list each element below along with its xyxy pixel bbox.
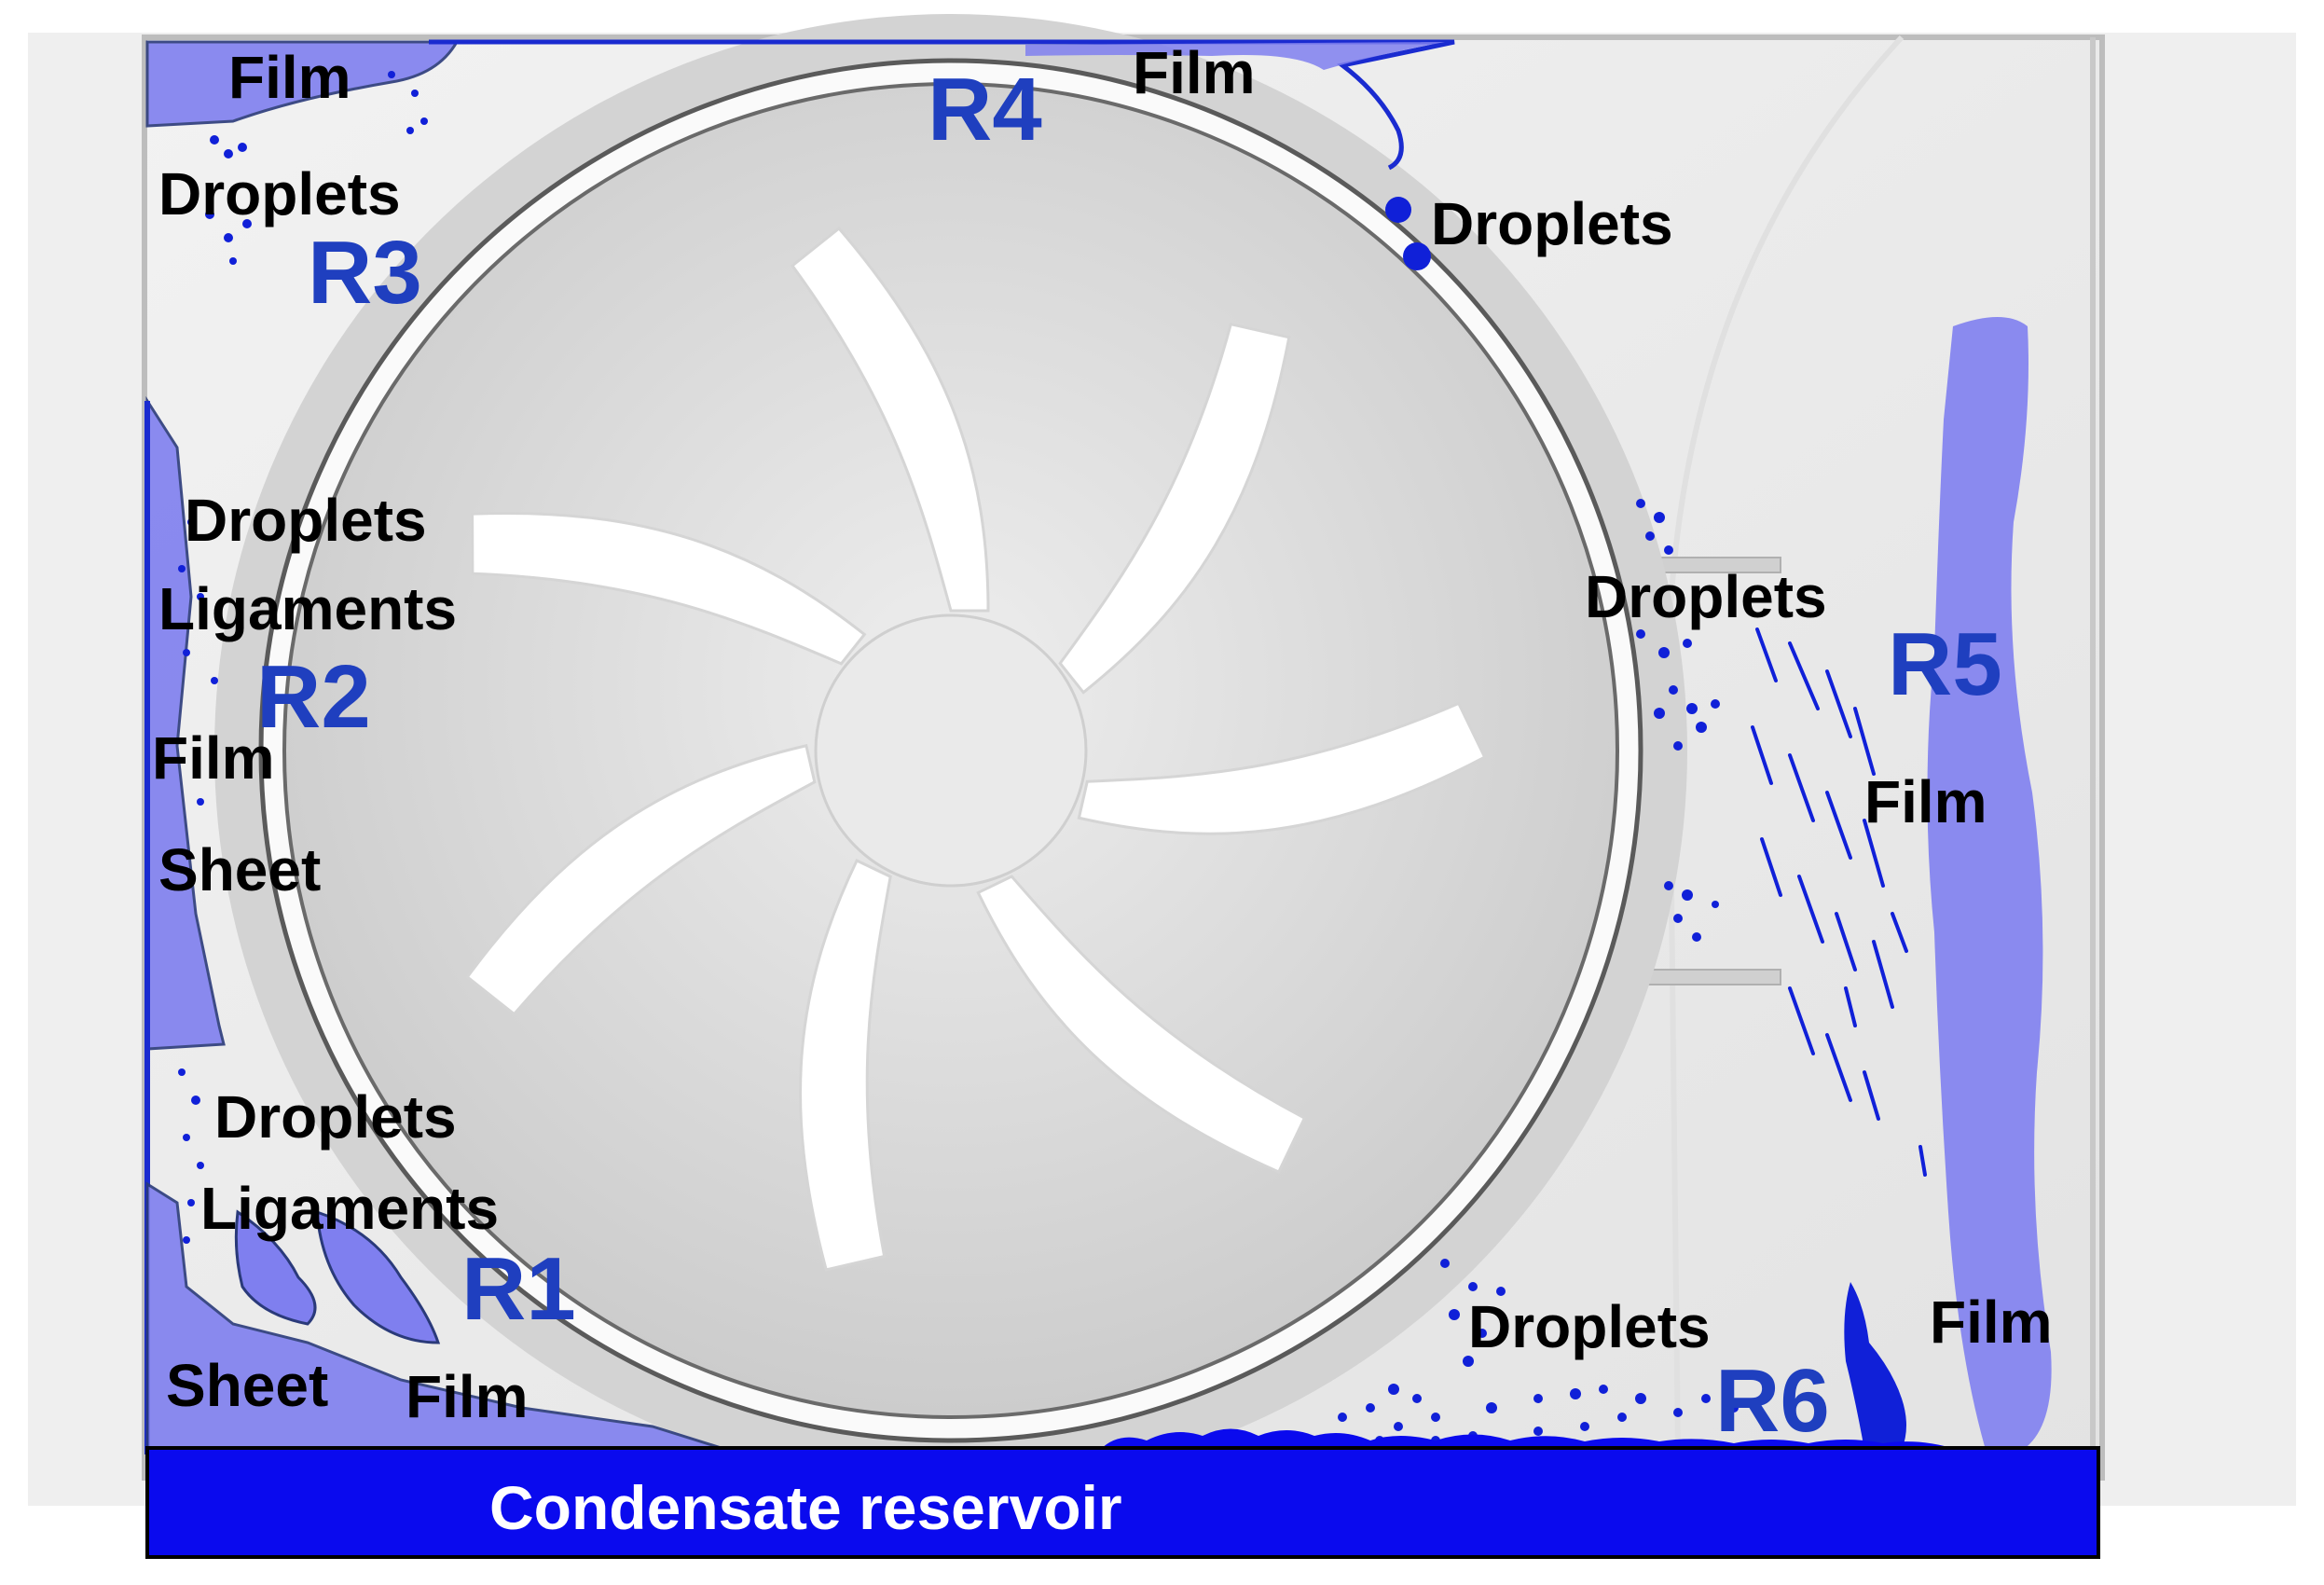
label-r4-droplets: Droplets <box>1431 190 1673 257</box>
label-r2-film: Film <box>152 724 275 792</box>
label-r3-droplets: Droplets <box>158 160 401 227</box>
sheet-r1-b <box>315 1209 441 1344</box>
film-patch-r4 <box>1025 42 1445 70</box>
label-r5-film: Film <box>1864 768 1987 835</box>
droplets-r3 <box>205 71 428 265</box>
droplets-r1 <box>178 1068 204 1244</box>
reservoir-splash <box>1100 1428 1958 1450</box>
label-r4-film: Film <box>1133 39 1256 106</box>
region-id-r6: R6 <box>1715 1351 1830 1451</box>
film-line-r4 <box>429 39 1455 171</box>
label-r2-sheet: Sheet <box>158 836 321 903</box>
region-id-r1: R1 <box>461 1239 576 1339</box>
label-r3-film: Film <box>228 44 351 111</box>
label-r2-droplets: Droplets <box>185 487 427 554</box>
film-patch-r6 <box>1844 1282 1906 1450</box>
sheet-r1-a <box>234 1209 317 1326</box>
label-r5-droplets: Droplets <box>1585 563 1827 630</box>
droplets-r5 <box>1636 499 1720 942</box>
fan-wheel <box>214 14 1687 1487</box>
label-r6-droplets: Droplets <box>1468 1293 1711 1360</box>
region-id-r2: R2 <box>256 647 371 747</box>
label-r1-film: Film <box>406 1363 529 1430</box>
film-patch-r3 <box>145 40 460 128</box>
condensate-reservoir <box>145 1446 2100 1559</box>
region-id-r4: R4 <box>928 60 1042 159</box>
region-id-r5: R5 <box>1888 614 2002 714</box>
film-patch-r5 <box>1927 317 2052 1450</box>
label-r1-ligaments: Ligaments <box>200 1175 499 1242</box>
film-patch-r2 <box>145 395 226 1051</box>
label-r6-film: Film <box>1930 1289 2053 1356</box>
region-id-r3: R3 <box>308 223 422 323</box>
reservoir-label: Condensate reservoir <box>489 1473 1122 1542</box>
droplets-r4 <box>1385 197 1431 270</box>
label-r1-sheet: Sheet <box>166 1352 328 1419</box>
droplets-r2 <box>178 518 218 806</box>
ligament-streaks-r5 <box>1751 627 1927 1177</box>
label-r1-droplets: Droplets <box>214 1083 457 1151</box>
label-r2-ligaments: Ligaments <box>158 575 457 642</box>
fan-hub <box>814 613 1088 888</box>
